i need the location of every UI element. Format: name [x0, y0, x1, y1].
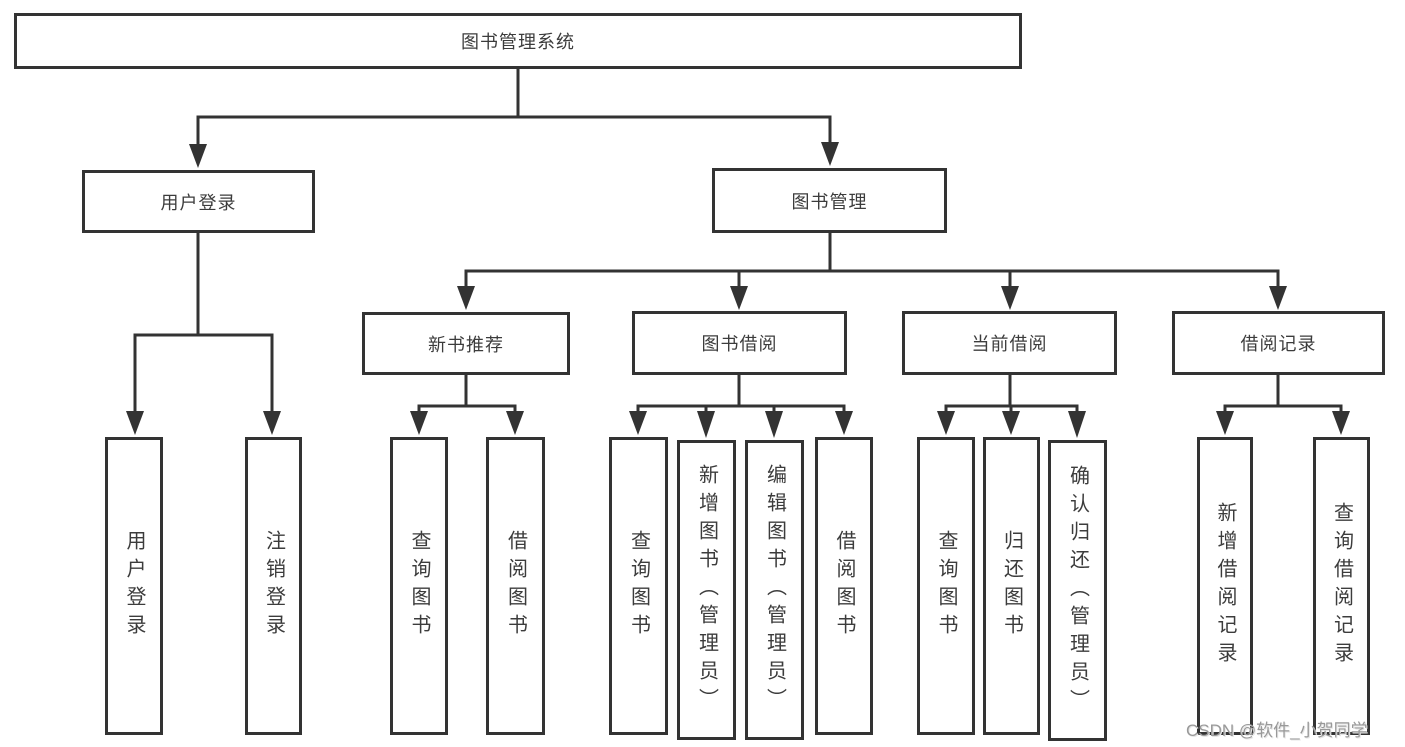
arrowhead [1216, 411, 1234, 435]
node-current-borrowing: 当前借阅 [902, 311, 1117, 375]
node-current-query: 查询图书 [917, 437, 975, 735]
arrowhead [189, 144, 207, 168]
node-newbook-query: 查询图书 [390, 437, 448, 735]
connector-book-borrowing [636, 375, 846, 418]
connector-borrowing-records [1223, 375, 1343, 418]
node-logout-leaf: 注销登录 [245, 437, 302, 735]
arrowhead [126, 411, 144, 435]
arrowhead [821, 142, 839, 166]
node-newbook-borrow: 借阅图书 [486, 437, 545, 735]
arrowhead [835, 411, 853, 435]
node-borrow-edit-admin: 编辑图书（管理员） [745, 440, 804, 740]
arrowhead [629, 411, 647, 435]
watermark: CSDN @软件_小贺同学 [1186, 721, 1368, 740]
connector-root [196, 69, 832, 150]
arrowhead [263, 411, 281, 435]
connector-new-book-path [417, 375, 517, 418]
node-records-query: 查询借阅记录 [1313, 437, 1370, 735]
node-borrow-borrow: 借阅图书 [815, 437, 873, 735]
node-book-borrowing: 图书借阅 [632, 311, 847, 375]
node-user-login: 用户登录 [82, 170, 315, 233]
node-book-management: 图书管理 [712, 168, 947, 233]
arrowhead [1269, 286, 1287, 310]
arrowhead [1068, 411, 1086, 438]
arrowheads [126, 142, 1350, 438]
node-borrow-add-admin: 新增图书（管理员） [677, 440, 736, 740]
connector-new-book [417, 375, 517, 418]
connector-borrowing-records-path [1223, 375, 1343, 418]
node-current-confirm-admin: 确认归还（管理员） [1048, 440, 1107, 741]
arrowhead [410, 411, 428, 435]
node-current-return: 归还图书 [983, 437, 1040, 735]
arrowhead [1002, 411, 1020, 435]
connector-user-login-path [133, 233, 274, 418]
connector-user-login [133, 233, 274, 418]
node-borrowing-records: 借阅记录 [1172, 311, 1385, 375]
arrowhead [1001, 286, 1019, 310]
node-borrow-query: 查询图书 [609, 437, 668, 735]
arrowhead [457, 286, 475, 310]
arrowhead [506, 411, 524, 435]
connector-book-management [464, 233, 1280, 292]
connector-root-path [196, 69, 832, 150]
connector-book-borrowing-path [636, 375, 846, 418]
arrowhead [765, 411, 783, 438]
arrowhead [697, 411, 715, 438]
arrowhead [730, 286, 748, 310]
connector-book-management-path [464, 233, 1280, 292]
node-records-add: 新增借阅记录 [1197, 437, 1253, 735]
node-system-root: 图书管理系统 [14, 13, 1022, 69]
node-new-book-recommend: 新书推荐 [362, 312, 570, 375]
arrowhead [937, 411, 955, 435]
arrowhead [1332, 411, 1350, 435]
node-user-login-leaf: 用户登录 [105, 437, 163, 735]
